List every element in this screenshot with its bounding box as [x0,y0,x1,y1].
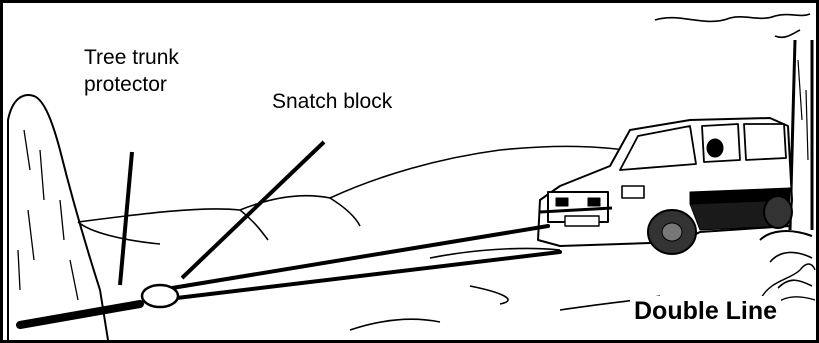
tree-trunk-protector-label-line1: Tree trunk [84,44,179,71]
double-line-label: Double Line [630,296,781,326]
tree-trunk-protector-label-line2: protector [84,71,179,98]
double-line-cable [20,226,560,325]
snatch-block-icon [142,285,178,307]
snatch-block-pointer [182,142,324,278]
tree-trunk-protector-pointer [120,152,132,285]
4x4-vehicle-icon [538,118,792,254]
tree-trunk-protector-label: Tree trunk protector [84,44,179,98]
cloud-outline [655,14,810,21]
snatch-block-label: Snatch block [272,88,392,115]
rock-outcrop-icon [8,95,108,340]
